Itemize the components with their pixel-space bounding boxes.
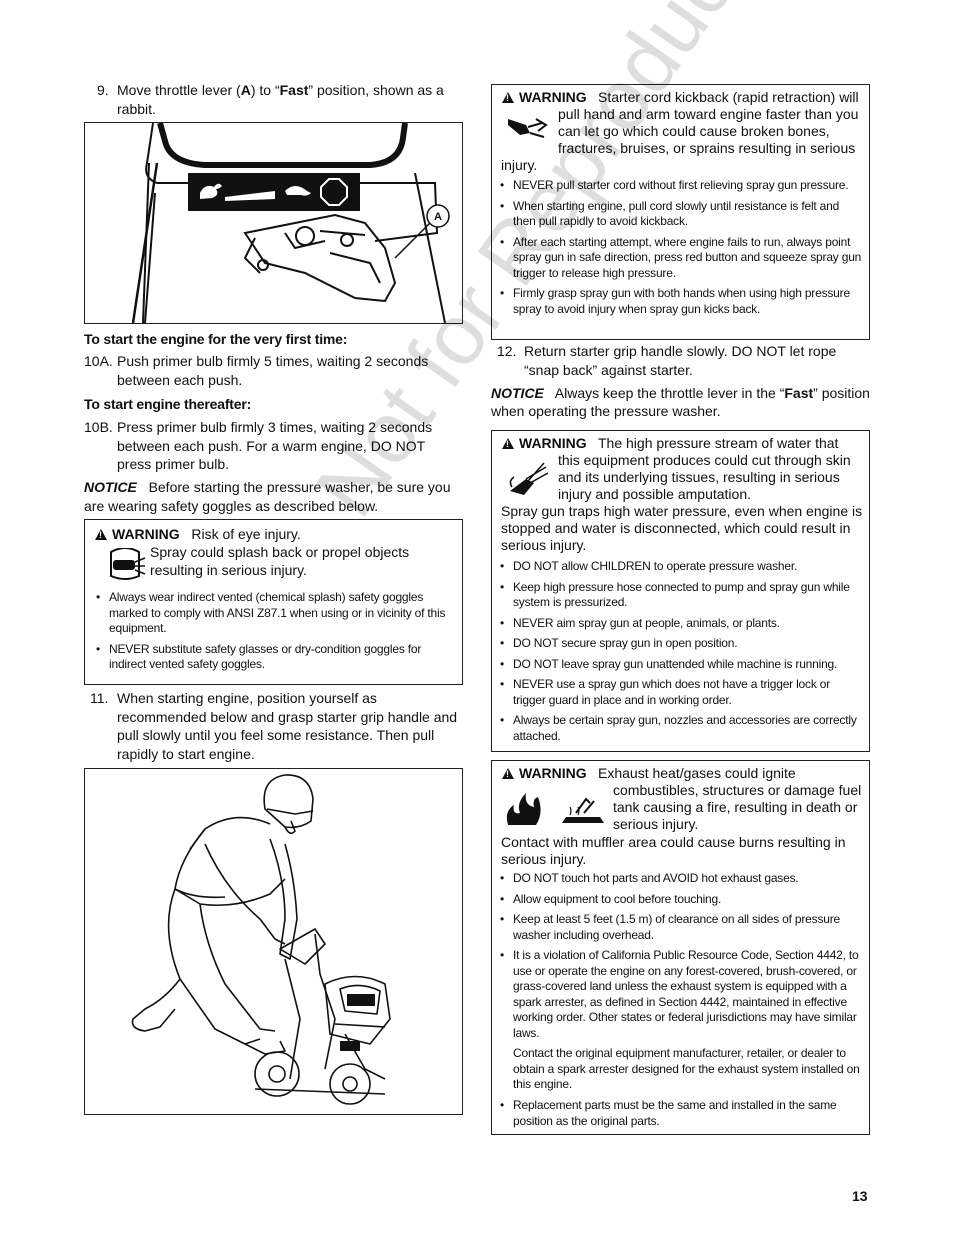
callout-a-label: A	[434, 211, 442, 223]
warning-triangle-icon	[502, 438, 514, 449]
starting-position-figure	[84, 768, 463, 1115]
operator-illustration	[131, 774, 391, 1105]
warning-triangle-icon	[502, 768, 514, 779]
list-item: DO NOT allow CHILDREN to operate pressur…	[499, 559, 863, 575]
list-item: Keep high pressure hose connected to pum…	[499, 580, 863, 611]
skin-injection-icon	[509, 462, 549, 495]
warning-kickback-bullets: NEVER pull starter cord without first re…	[499, 178, 863, 322]
warning-starter-kickback: WARNING Starter cord kickback (rapid ret…	[491, 84, 870, 340]
list-item: NEVER use a spray gun which does not hav…	[499, 677, 863, 708]
list-item: After each starting attempt, where engin…	[499, 235, 863, 282]
list-item: Always wear indirect vented (chemical sp…	[95, 590, 455, 637]
warning-stream-text: The high pressure stream of water that t…	[558, 435, 851, 502]
list-item: It is a violation of California Public R…	[499, 948, 863, 1041]
fire-icon	[506, 793, 541, 825]
goggles-icon	[110, 548, 146, 580]
warning-eye-injury: WARNING Risk of eye injury. Spray could …	[84, 519, 463, 685]
warning-kickback-text: Starter cord kickback (rapid retraction)…	[558, 89, 859, 156]
hot-surface-icon	[562, 797, 604, 823]
warning-stream-para: Spray gun traps high water pressure, eve…	[501, 503, 863, 553]
first-start-heading: To start the engine for the very first t…	[84, 331, 348, 347]
list-item: NEVER aim spray gun at people, animals, …	[499, 616, 863, 632]
list-item: Allow equipment to cool before touching.	[499, 892, 863, 908]
warning-triangle-icon	[502, 92, 514, 103]
warning-header: WARNING	[95, 526, 180, 542]
warning-header: WARNING	[502, 765, 587, 781]
warning-high-pressure: WARNING The high pressure stream of wate…	[491, 430, 870, 752]
warning-triangle-icon	[95, 529, 107, 540]
notice-throttle: NOTICE Always keep the throttle lever in…	[491, 385, 870, 419]
list-item: Always be certain spray gun, nozzles and…	[499, 713, 863, 744]
list-item: DO NOT secure spray gun in open position…	[499, 636, 863, 652]
list-item: Firmly grasp spray gun with both hands w…	[499, 286, 863, 317]
list-item: When starting engine, pull cord slowly u…	[499, 199, 863, 230]
list-item: Replacement parts must be the same and i…	[499, 1098, 863, 1129]
throttle-lever-figure: A	[84, 122, 463, 324]
step-number: 9.	[97, 82, 109, 98]
warning-exhaust-contact: Contact the original equipment manufactu…	[513, 1046, 860, 1091]
notice-goggles: NOTICE Before starting the pressure wash…	[84, 479, 451, 514]
warning-exhaust-last-bullet: Replacement parts must be the same and i…	[499, 1098, 863, 1134]
warning-kickback-tail: injury.	[501, 157, 538, 173]
page-number: 13	[852, 1188, 868, 1204]
list-item: Keep at least 5 feet (1.5 m) of clearanc…	[499, 912, 863, 943]
list-item: NEVER substitute safety glasses or dry-c…	[95, 642, 455, 673]
warning-exhaust: WARNING Exhaust heat/gases could ignite …	[491, 760, 870, 1135]
warning-exhaust-bullets: DO NOT touch hot parts and AVOID hot exh…	[499, 871, 863, 1046]
warning-header: WARNING	[502, 435, 587, 451]
list-item: DO NOT leave spray gun unattended while …	[499, 657, 863, 673]
warning-exhaust-text: Exhaust heat/gases could ignite combusti…	[598, 765, 862, 832]
notice-label: NOTICE	[491, 385, 544, 401]
throttle-lever-illustration: A	[131, 122, 450, 324]
list-item: DO NOT touch hot parts and AVOID hot exh…	[499, 871, 863, 887]
warning-header: WARNING	[502, 89, 587, 105]
notice-label: NOTICE	[84, 479, 137, 495]
warning-stream-bullets: DO NOT allow CHILDREN to operate pressur…	[499, 559, 863, 749]
warning-eye-bullets: Always wear indirect vented (chemical sp…	[95, 590, 455, 678]
list-item: NEVER pull starter cord without first re…	[499, 178, 863, 194]
warning-eye-text: Spray could splash back or propel object…	[150, 544, 410, 578]
warning-exhaust-para: Contact with muffler area could cause bu…	[501, 834, 846, 867]
hand-kickback-icon	[508, 118, 548, 138]
thereafter-heading: To start engine thereafter:	[84, 396, 252, 412]
